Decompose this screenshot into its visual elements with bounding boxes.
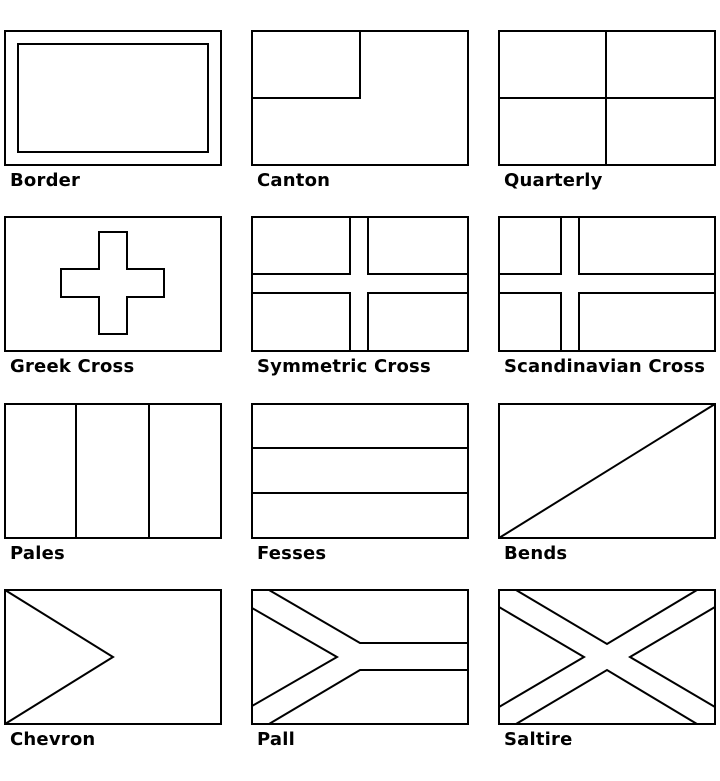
scandinavian-cross-flag-diagram (498, 216, 716, 352)
pattern-chevron: Chevron (4, 589, 224, 759)
pattern-border: Border (4, 30, 224, 200)
pattern-pall: Pall (251, 589, 471, 759)
pattern-label: Pall (257, 729, 295, 750)
pattern-label: Scandinavian Cross (504, 356, 706, 377)
pales-flag-diagram (4, 403, 222, 539)
pattern-label: Canton (257, 170, 331, 191)
greek-cross-flag-diagram (4, 216, 222, 352)
pattern-bends: Bends (498, 403, 718, 573)
pall-flag-diagram (251, 589, 469, 725)
saltire-flag-diagram (498, 589, 716, 725)
pattern-symmetric-cross: Symmetric Cross (251, 216, 471, 386)
pattern-label: Greek Cross (10, 356, 135, 377)
pattern-fesses: Fesses (251, 403, 471, 573)
pattern-canton: Canton (251, 30, 471, 200)
pattern-scandinavian-cross: Scandinavian Cross (498, 216, 718, 386)
pattern-label: Saltire (504, 729, 573, 750)
pattern-label: Chevron (10, 729, 96, 750)
border-flag-diagram (4, 30, 222, 166)
canton-flag-diagram (251, 30, 469, 166)
pattern-label: Bends (504, 543, 568, 564)
pattern-saltire: Saltire (498, 589, 718, 759)
pattern-label: Quarterly (504, 170, 603, 191)
pattern-label: Fesses (257, 543, 327, 564)
pattern-label: Symmetric Cross (257, 356, 431, 377)
pattern-label: Border (10, 170, 81, 191)
pattern-quarterly: Quarterly (498, 30, 718, 200)
chevron-flag-diagram (4, 589, 222, 725)
symmetric-cross-flag-diagram (251, 216, 469, 352)
fesses-flag-diagram (251, 403, 469, 539)
quarterly-flag-diagram (498, 30, 716, 166)
pattern-label: Pales (10, 543, 65, 564)
pattern-greek-cross: Greek Cross (4, 216, 224, 386)
pattern-pales: Pales (4, 403, 224, 573)
bends-flag-diagram (498, 403, 716, 539)
